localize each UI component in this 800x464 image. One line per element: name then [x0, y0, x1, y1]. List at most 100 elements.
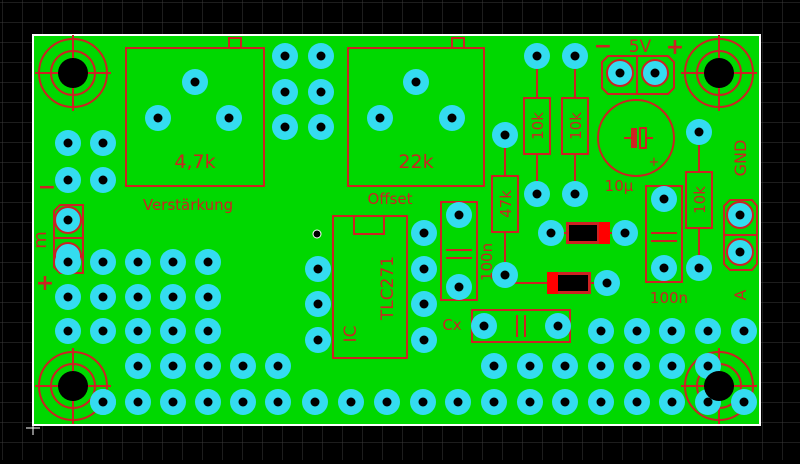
pad-pot-gain-2-drill: [224, 113, 234, 123]
pad-grid-drill: [203, 326, 213, 336]
pad-supply-2-drill: [650, 68, 660, 78]
pad-ic-right-drill: [419, 335, 429, 345]
pot-gain-value-label: 4,7k: [174, 151, 215, 173]
pad-row-drill: [273, 361, 283, 371]
pad-row-drill: [739, 397, 749, 407]
pot-gain-name-label: Verstärkung: [143, 196, 233, 214]
pad-row-drill: [596, 326, 606, 336]
pad-left-b-drill: [98, 175, 108, 185]
pot-offset-tab: [451, 37, 465, 49]
pad-row-drill: [703, 397, 713, 407]
pad-grid-drill: [168, 326, 178, 336]
pad-mid-drill: [280, 51, 290, 61]
pad-mid-drill: [316, 122, 326, 132]
pad-row-drill: [133, 361, 143, 371]
pad-left-b-drill: [98, 138, 108, 148]
pad-row-drill: [453, 397, 463, 407]
supply-connector-outline: [601, 55, 675, 95]
pad-row-drill: [203, 361, 213, 371]
cap-cx-label: Cx: [442, 316, 461, 334]
pad-grid-drill: [98, 257, 108, 267]
pad-d1-k-drill: [620, 228, 630, 238]
pad-mid-drill: [280, 122, 290, 132]
pad-row-drill: [667, 397, 677, 407]
pad-output-2-drill: [735, 247, 745, 257]
pad-cap-100n-right-1-drill: [659, 194, 669, 204]
supply-minus-label: −: [594, 34, 612, 59]
elko-plus-label: +: [649, 155, 660, 170]
pad-pot-offset-2-drill: [447, 113, 457, 123]
pot-gain-outline: [125, 47, 265, 187]
pad-ic-left-drill: [313, 299, 323, 309]
pad-r2-top-drill: [570, 51, 580, 61]
pad-row-drill: [203, 397, 213, 407]
pad-supply-1-drill: [615, 68, 625, 78]
pad-ic-right-drill: [419, 264, 429, 274]
r2-label: 10k: [567, 112, 585, 140]
pad-grid-drill: [63, 326, 73, 336]
pad-row-drill: [596, 361, 606, 371]
r3-label: 47k: [497, 190, 515, 218]
pad-row-drill: [238, 361, 248, 371]
pad-row-drill: [560, 361, 570, 371]
r4-label: 10k: [691, 186, 709, 214]
pad-row-drill: [667, 326, 677, 336]
pad-r1-top-drill: [532, 51, 542, 61]
pads-layer: [54, 43, 757, 415]
pad-ic-left-drill: [313, 264, 323, 274]
cap-100n-left-label: 100n: [478, 243, 496, 281]
pad-row-drill: [346, 397, 356, 407]
pad-ic-right-drill: [419, 299, 429, 309]
gnd-label: GND: [731, 140, 750, 177]
pad-mid-drill: [316, 51, 326, 61]
pad-row-drill: [133, 397, 143, 407]
pad-grid-drill: [203, 257, 213, 267]
pad-row-drill: [703, 361, 713, 371]
pad-row-drill: [632, 397, 642, 407]
pot-offset-value-label: 22k: [398, 151, 433, 173]
pad-grid-drill: [203, 292, 213, 302]
elko-polarity-plate: [631, 128, 637, 148]
pad-ic-left-drill: [313, 335, 323, 345]
pad-r4-top-drill: [694, 127, 704, 137]
diode-2: [513, 272, 607, 294]
output-a-label: A: [731, 289, 750, 300]
pad-grid-drill: [133, 326, 143, 336]
pad-row-drill: [238, 397, 248, 407]
pad-grid-drill: [63, 257, 73, 267]
pad-pot-offset-1-drill: [375, 113, 385, 123]
origin-marker: [26, 421, 40, 435]
pad-row-drill: [525, 361, 535, 371]
pad-cap-100n-right-2-drill: [659, 263, 669, 273]
elko-value-label: 10µ: [605, 177, 634, 195]
mounting-drills: [58, 58, 734, 401]
pot-offset-outline: [347, 47, 485, 187]
pad-pot-gain-wiper-drill: [190, 77, 200, 87]
input-plus-label: +: [36, 271, 54, 296]
ic-prefix-label: IC: [341, 326, 361, 343]
pad-pot-gain-1-drill: [153, 113, 163, 123]
pad-input-1-drill: [63, 215, 73, 225]
pad-d1-a-drill: [546, 228, 556, 238]
pad-d2-k-drill: [602, 278, 612, 288]
pad-row-drill: [667, 361, 677, 371]
pad-grid-drill: [98, 292, 108, 302]
pad-row-drill: [560, 397, 570, 407]
pad-row-drill: [273, 397, 283, 407]
pad-r4-bottom-drill: [694, 263, 704, 273]
pad-r2-bottom-drill: [570, 189, 580, 199]
cap-100n-right-label: 100n: [650, 289, 688, 307]
pad-cap-100n-left-1-drill: [454, 210, 464, 220]
input-minus-label: −: [38, 175, 56, 200]
pad-r3-top-drill: [500, 130, 510, 140]
pad-cap-cx-2-drill: [553, 321, 563, 331]
pad-grid-drill: [133, 292, 143, 302]
pad-grid-drill: [133, 257, 143, 267]
ic-name-label: TLC271: [378, 256, 398, 321]
pad-output-1-drill: [735, 210, 745, 220]
pad-row-drill: [596, 397, 606, 407]
pot-gain-tab: [228, 37, 242, 49]
pad-row-drill: [525, 397, 535, 407]
r1-label: 10k: [529, 112, 547, 140]
